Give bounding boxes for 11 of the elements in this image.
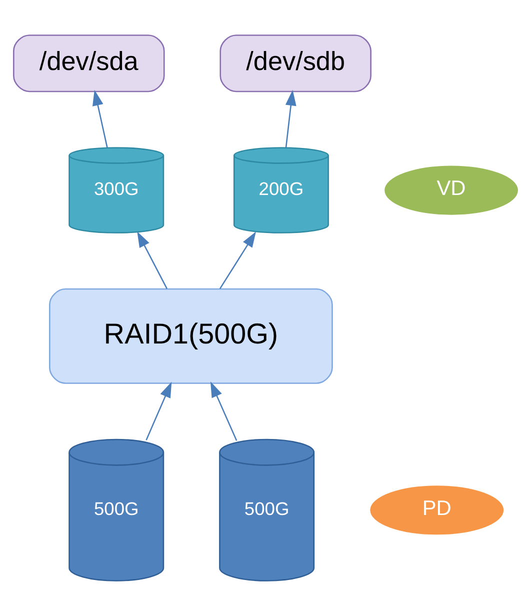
arrow xyxy=(146,382,172,440)
node-box: RAID1(500G) xyxy=(48,288,333,384)
arrow xyxy=(285,90,296,148)
arrow xyxy=(210,382,238,441)
node-box: /dev/sda xyxy=(13,34,165,92)
arrow xyxy=(92,90,108,148)
arrow xyxy=(137,231,168,289)
node-ellipse: PD xyxy=(370,486,504,535)
node-ellipse: VD xyxy=(384,166,518,215)
arrow xyxy=(219,232,256,290)
node-box: /dev/sdb xyxy=(220,34,372,92)
